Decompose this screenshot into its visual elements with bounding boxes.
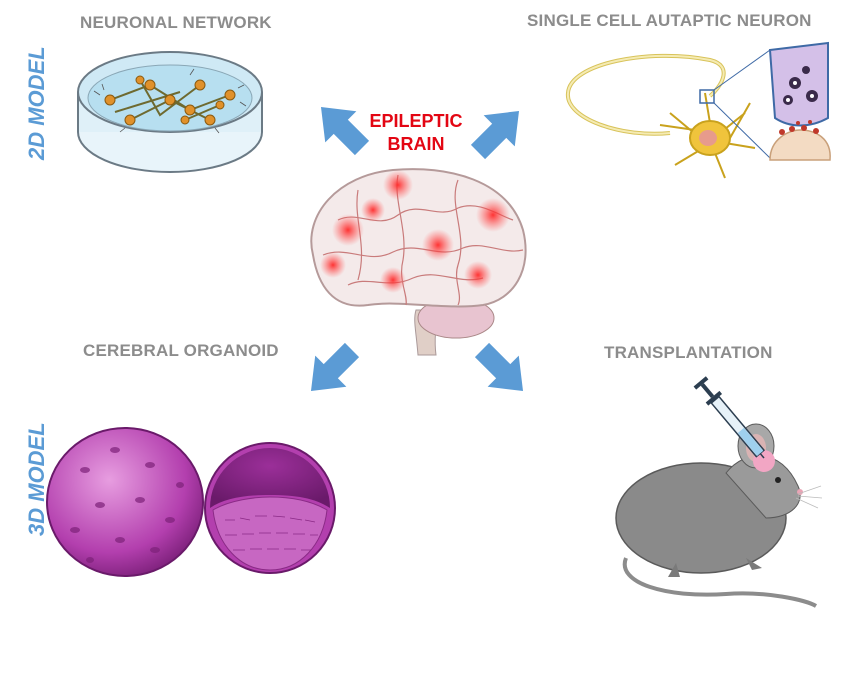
cerebral-organoid-illustration: [46, 427, 336, 577]
label-epileptic-brain: EPILEPTIC BRAIN: [356, 110, 476, 156]
label-brain: BRAIN: [387, 134, 445, 154]
arrow-up-right: [462, 95, 535, 168]
arrow-up-left: [305, 91, 378, 164]
label-single-cell-autaptic-neuron: SINGLE CELL AUTAPTIC NEURON: [527, 11, 812, 30]
label-transplantation: TRANSPLANTATION: [604, 343, 773, 362]
epileptic-brain-illustration: [310, 168, 527, 356]
petri-dish-illustration: [77, 51, 263, 173]
label-epileptic: EPILEPTIC: [369, 111, 463, 131]
label-cerebral-organoid: CEREBRAL ORGANOID: [83, 341, 279, 360]
label-neuronal-network: NEURONAL NETWORK: [80, 13, 272, 32]
mouse-transplantation-illustration: [615, 376, 823, 608]
autaptic-neuron-illustration: [565, 41, 831, 179]
